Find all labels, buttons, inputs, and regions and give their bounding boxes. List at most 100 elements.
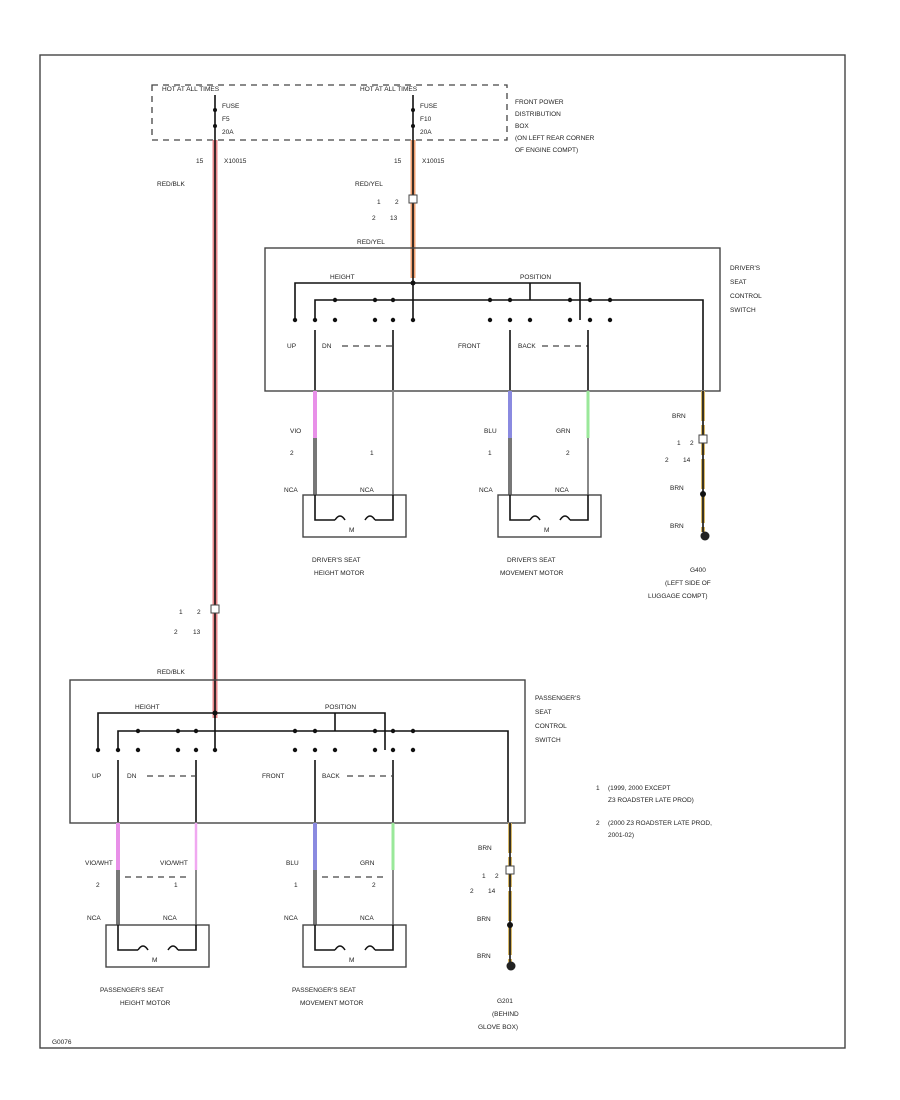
fuse-f5-label: FUSE	[222, 103, 240, 110]
drivers-up-label: UP	[287, 343, 296, 350]
g201-brn-label-3: BRN	[477, 953, 491, 960]
passengers-blu-label: BLU	[286, 860, 299, 867]
red-yel-marker-2: 2	[372, 215, 376, 222]
drivers-height-motor-conn-right: NCA	[360, 487, 374, 494]
red-blk-label: RED/BLK	[157, 181, 185, 188]
drivers-dn-label: DN	[322, 343, 332, 350]
drivers-height-motor-lead-2	[375, 495, 394, 521]
drivers-vio-label: VIO	[290, 428, 301, 435]
passengers-grn-label: GRN	[360, 860, 375, 867]
passengers-contact-dots	[95, 728, 416, 753]
passengers-vio-wht-pin-2: 2	[96, 882, 100, 889]
passengers-switch-name-1: PASSENGER'S	[535, 695, 581, 702]
fuse-f10-amp: 20A	[420, 129, 432, 136]
fuse-f5-symbol-lower	[213, 124, 217, 128]
passengers-seat-control-switch: PASSENGER'S SEAT CONTROL SWITCH HEIGHT P…	[69, 679, 581, 824]
drivers-movement-motor-name-1: DRIVER'S SEAT	[507, 557, 555, 564]
drivers-movement-motor-lead-2	[570, 495, 589, 521]
notes: 1 (1999, 2000 EXCEPT Z3 ROADSTER LATE PR…	[596, 785, 712, 839]
g400-marker-2: 2	[665, 457, 669, 464]
hot-at-all-times-right: HOT AT ALL TIMES	[360, 86, 418, 93]
passengers-height-label: HEIGHT	[135, 704, 160, 711]
fuse-f10-label: FUSE	[420, 103, 438, 110]
passengers-height-motor-lead-2	[178, 925, 197, 951]
fuse-f10-symbol	[411, 108, 415, 112]
drivers-lower-bus	[314, 299, 704, 390]
passengers-movement-motor-box	[302, 924, 407, 968]
drivers-motor-wires: VIO 2 BLU 1 GRN 2 1	[290, 391, 590, 495]
ground-g400: BRN 1 2 2 14 BRN BRN G400 (LEFT SIDE OF …	[648, 391, 711, 600]
red-blk-pin-2: 2	[197, 609, 201, 616]
g201-pin-14: 14	[488, 888, 496, 895]
fuse-box-name-2: DISTRIBUTION	[515, 111, 561, 118]
note-1-line-1: (1999, 2000 EXCEPT	[608, 785, 671, 792]
g201-ground-symbol	[506, 961, 516, 971]
note-2-line-2: 2001-02)	[608, 832, 634, 839]
drivers-height-motor-conn-left: NCA	[284, 487, 298, 494]
note-1-line-2: Z3 ROADSTER LATE PROD)	[608, 797, 694, 804]
drivers-movement-motor-winding	[529, 515, 571, 521]
passengers-height-motor-lead-1	[117, 925, 138, 951]
passengers-movement-motor-lead-1	[314, 925, 335, 951]
g400-brn-label-3: BRN	[670, 523, 684, 530]
g400-ground-symbol	[700, 531, 710, 541]
pin-15-right: 15	[394, 158, 402, 165]
g400-brn-label-1: BRN	[672, 413, 686, 420]
fuse-f5-symbol	[213, 108, 217, 112]
fuse-box-name-1: FRONT POWER	[515, 99, 564, 106]
passengers-movement-motor-lead-2	[375, 925, 394, 951]
passengers-height-motor-winding	[137, 945, 179, 951]
g400-connector-dot	[700, 491, 706, 497]
drivers-height-motor-name-2: HEIGHT MOTOR	[314, 570, 365, 577]
drivers-feed-junction	[410, 280, 416, 286]
note-1-num: 1	[596, 785, 600, 792]
g201-marker-2: 2	[470, 888, 474, 895]
fuse-f10-symbol-lower	[411, 124, 415, 128]
g201-brn-label-1: BRN	[478, 845, 492, 852]
passengers-position-label: POSITION	[325, 704, 356, 711]
g400-marker-1: 1	[677, 440, 681, 447]
red-yel-label-2: RED/YEL	[357, 239, 385, 246]
red-blk-marker-1: 1	[179, 609, 183, 616]
passengers-front-label: FRONT	[262, 773, 284, 780]
red-yel-pin-13: 13	[390, 215, 398, 222]
g400-splice	[698, 434, 708, 444]
drivers-movement-motor-conn-right: NCA	[555, 487, 569, 494]
red-yel-label: RED/YEL	[355, 181, 383, 188]
red-blk-label-2: RED/BLK	[157, 669, 185, 676]
passengers-movement-motor-m: M	[349, 957, 354, 964]
passengers-movement-motor-name-2: MOVEMENT MOTOR	[300, 1000, 364, 1007]
passengers-up-label: UP	[92, 773, 101, 780]
passengers-height-motor-name-2: HEIGHT MOTOR	[120, 1000, 171, 1007]
drivers-grn-pin: 2	[566, 450, 570, 457]
passengers-vio-wht-label-1: VIO/WHT	[85, 860, 113, 867]
red-yel-splice	[408, 194, 418, 204]
drivers-switch-name-2: SEAT	[730, 279, 747, 286]
drivers-vio-pin: 2	[290, 450, 294, 457]
drivers-movement-motor: M NCA NCA DRIVER'S SEAT MOVEMENT MOTOR	[479, 487, 602, 577]
g201-name-1: G201	[497, 998, 513, 1005]
connector-x10015-left: X10015	[224, 158, 247, 165]
drivers-height-motor: M NCA NCA DRIVER'S SEAT HEIGHT MOTOR	[284, 487, 407, 577]
passengers-movement-motor: M NCA NCA PASSENGER'S SEAT MOVEMENT MOTO…	[284, 915, 407, 1007]
fuse-f5-id: F5	[222, 116, 230, 123]
fuse-box-name-4: (ON LEFT REAR CORNER	[515, 135, 595, 142]
connector-x10015-right: X10015	[422, 158, 445, 165]
g201-connector-dot	[507, 922, 513, 928]
ground-g201: BRN 1 2 2 14 BRN BRN G201 (BEHIND GLOVE …	[470, 823, 519, 1031]
drivers-switch-outline	[264, 247, 721, 392]
passengers-movement-motor-winding	[334, 945, 376, 951]
g201-marker-1: 1	[482, 873, 486, 880]
red-blk-pin-13: 13	[193, 629, 201, 636]
drivers-movement-motor-m: M	[544, 527, 549, 534]
note-2-num: 2	[596, 820, 600, 827]
fuse-box-name-5: OF ENGINE COMPT)	[515, 147, 578, 154]
g201-splice	[505, 865, 515, 875]
passengers-dn-label: DN	[127, 773, 137, 780]
red-yel-pin-2: 2	[395, 199, 399, 206]
drivers-movement-motor-lead-1	[509, 495, 530, 521]
g400-pin-14: 14	[683, 457, 691, 464]
g201-brn-label-2: BRN	[477, 916, 491, 923]
drivers-movement-motor-box	[497, 494, 602, 538]
